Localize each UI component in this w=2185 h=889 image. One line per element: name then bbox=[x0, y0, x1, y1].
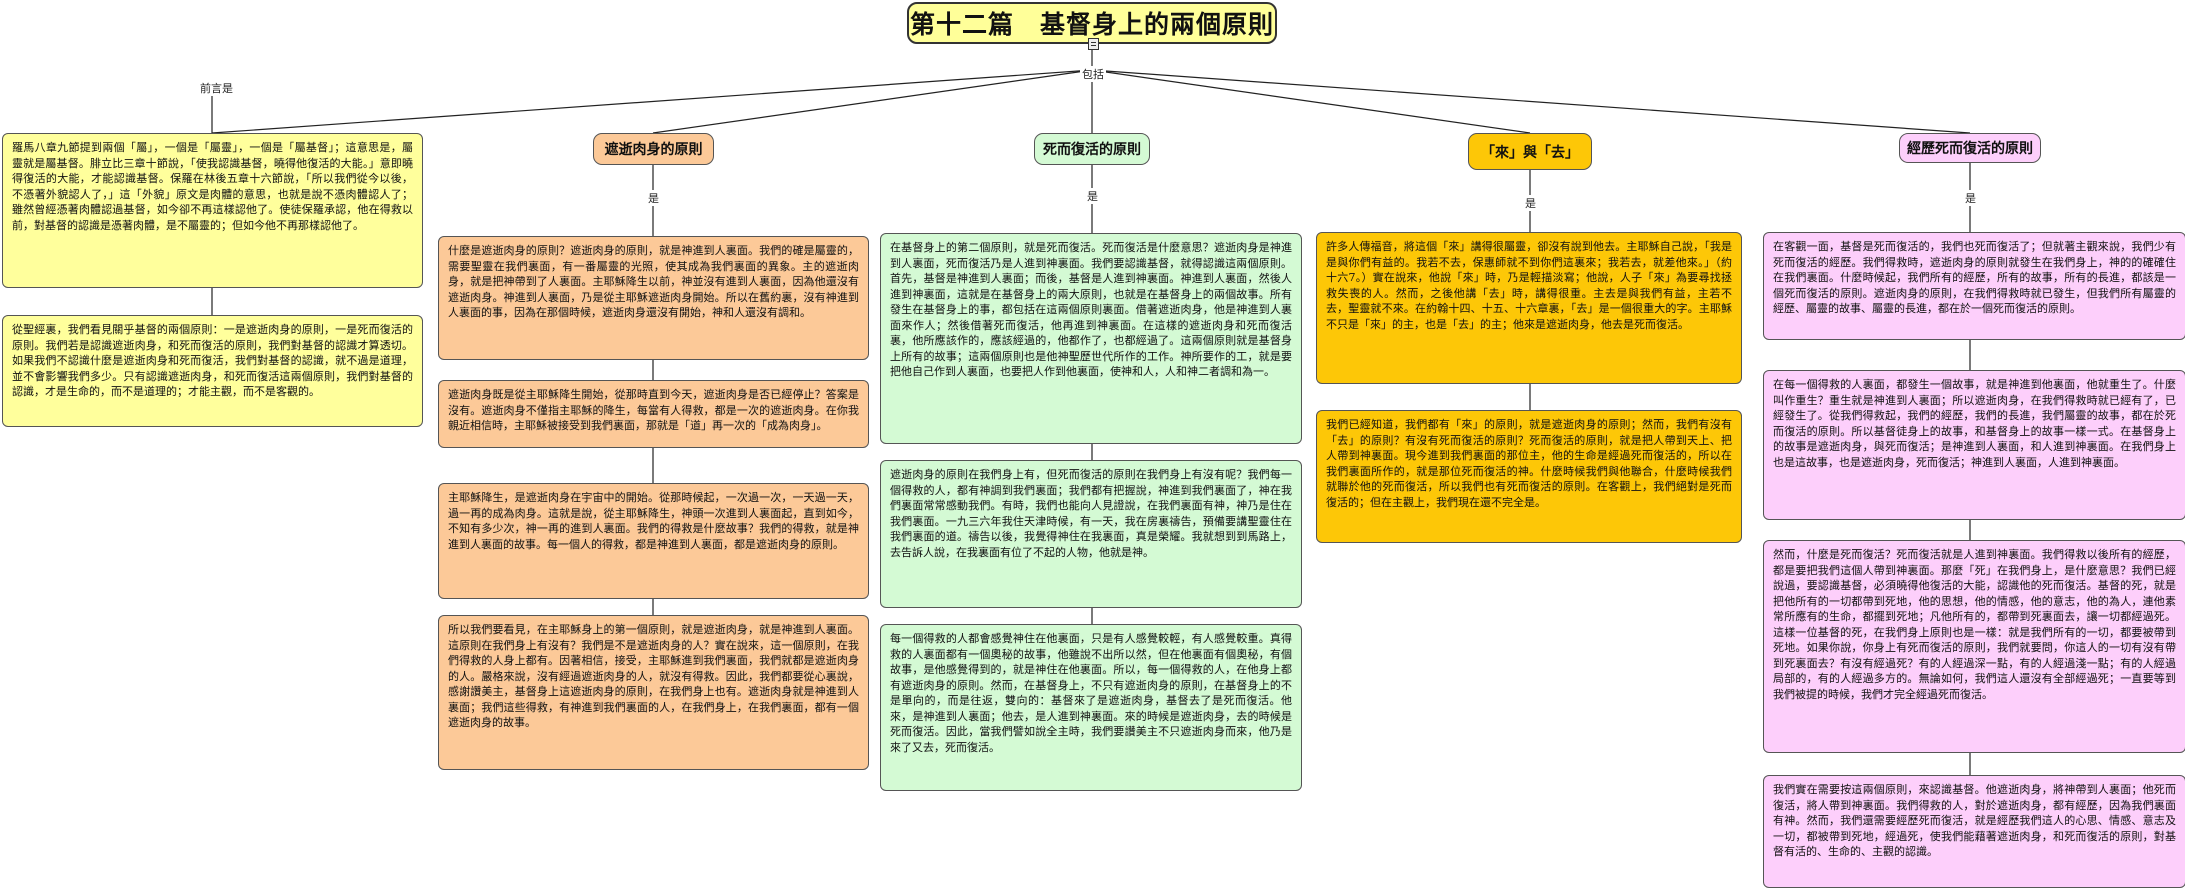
branch-title-come-go[interactable]: 「來」與「去」 bbox=[1468, 133, 1592, 170]
node-text: 羅馬八章九節提到兩個「屬」，一個是「屬靈」，一個是「屬基督」；這意思是，屬靈就是… bbox=[12, 141, 413, 232]
edge-label-preface: 前言是 bbox=[198, 80, 235, 96]
node-text: 每一個得救的人都會感覺神住在他裏面，只是有人感覺較輕，有人感覺較重。真得救的人裏… bbox=[890, 632, 1292, 754]
node-text: 什麼是遮逝肉身的原則？遮逝肉身的原則，就是神進到人裏面。我們的確是屬靈的，需要聖… bbox=[448, 244, 859, 319]
node-text: 然而，什麼是死而復活？死而復活就是人進到神裏面。我們得救以後所有的經歷，都是要把… bbox=[1773, 548, 2176, 701]
branch-title-incarnation[interactable]: 遮逝肉身的原則 bbox=[593, 133, 714, 165]
node-text: 許多人傳福音，將這個「來」講得很屬靈，卻沒有說到他去。主耶穌自己說，「我是是與你… bbox=[1326, 240, 1732, 331]
node-text: 我們已經知道，我們都有「來」的原則，就是遮逝肉身的原則；然而，我們有沒有「去」的… bbox=[1326, 418, 1732, 509]
branch-title-resurrection[interactable]: 死而復活的原則 bbox=[1034, 133, 1150, 165]
node-text: 所以我們要看見，在主耶穌身上的第一個原則，就是遮逝肉身，就是神進到人裏面。這原則… bbox=[448, 623, 859, 729]
node-text: 在客觀一面，基督是死而復活的，我們也死而復活了；但就著主觀來說，我們少有死而復活… bbox=[1773, 240, 2176, 315]
resurrection-node-1[interactable]: 在基督身上的第二個原則，就是死而復活。死而復活是什麼意思？遮逝肉身是神進到人裏面… bbox=[880, 233, 1302, 444]
incarnation-node-4[interactable]: 所以我們要看見，在主耶穌身上的第一個原則，就是遮逝肉身，就是神進到人裏面。這原則… bbox=[438, 615, 869, 770]
incarnation-node-3[interactable]: 主耶穌降生，是遮逝肉身在宇宙中的開始。從那時候起，一次過一次，一天過一天，過一再… bbox=[438, 483, 869, 599]
edge-label-is: 是 bbox=[1523, 195, 1538, 211]
resurrection-node-2[interactable]: 遮逝肉身的原則在我們身上有，但死而復活的原則在我們身上有沒有呢？我們每一個得救的… bbox=[880, 460, 1302, 608]
branch-title-experience[interactable]: 經歷死而復活的原則 bbox=[1899, 133, 2041, 163]
come-go-node-2[interactable]: 我們已經知道，我們都有「來」的原則，就是遮逝肉身的原則；然而，我們有沒有「去」的… bbox=[1316, 410, 1742, 543]
node-text: 從聖經裏，我們看見關乎基督的兩個原則：一是遮逝肉身的原則，一是死而復活的原則。我… bbox=[12, 323, 413, 398]
experience-node-4[interactable]: 我們實在需要按這兩個原則，來認識基督。他遮逝肉身，將神帶到人裏面；他死而復活，將… bbox=[1763, 775, 2185, 888]
resurrection-node-3[interactable]: 每一個得救的人都會感覺神住在他裏面，只是有人感覺較輕，有人感覺較重。真得救的人裏… bbox=[880, 624, 1302, 791]
node-text: 主耶穌降生，是遮逝肉身在宇宙中的開始。從那時候起，一次過一次，一天過一天，過一再… bbox=[448, 491, 859, 551]
preface-node-2[interactable]: 從聖經裏，我們看見關乎基督的兩個原則：一是遮逝肉身的原則，一是死而復活的原則。我… bbox=[2, 315, 423, 427]
node-text: 我們實在需要按這兩個原則，來認識基督。他遮逝肉身，將神帶到人裏面；他死而復活，將… bbox=[1773, 783, 2176, 858]
experience-node-1[interactable]: 在客觀一面，基督是死而復活的，我們也死而復活了；但就著主觀來說，我們少有死而復活… bbox=[1763, 232, 2185, 340]
node-text: 遮逝肉身的原則在我們身上有，但死而復活的原則在我們身上有沒有呢？我們每一個得救的… bbox=[890, 468, 1292, 559]
edge-label-is: 是 bbox=[1085, 188, 1100, 204]
note-icon[interactable] bbox=[1088, 38, 1099, 50]
preface-node-1[interactable]: 羅馬八章九節提到兩個「屬」，一個是「屬靈」，一個是「屬基督」；這意思是，屬靈就是… bbox=[2, 133, 423, 288]
edge-label-is: 是 bbox=[646, 190, 661, 206]
come-go-node-1[interactable]: 許多人傳福音，將這個「來」講得很屬靈，卻沒有說到他去。主耶穌自己說，「我是是與你… bbox=[1316, 232, 1742, 384]
incarnation-node-2[interactable]: 遮逝肉身既是從主耶穌降生開始，從那時直到今天，遮逝肉身是否已經停止？答案是沒有。… bbox=[438, 380, 869, 448]
node-text: 在每一個得救的人裏面，都發生一個故事，就是神進到他裏面，他就重生了。什麼叫作重生… bbox=[1773, 378, 2176, 469]
experience-node-2[interactable]: 在每一個得救的人裏面，都發生一個故事，就是神進到他裏面，他就重生了。什麼叫作重生… bbox=[1763, 370, 2185, 520]
edge-label-includes: 包括 bbox=[1080, 66, 1106, 82]
edge-label-is: 是 bbox=[1963, 190, 1978, 206]
node-text: 在基督身上的第二個原則，就是死而復活。死而復活是什麼意思？遮逝肉身是神進到人裏面… bbox=[890, 241, 1292, 378]
experience-node-3[interactable]: 然而，什麼是死而復活？死而復活就是人進到神裏面。我們得救以後所有的經歷，都是要把… bbox=[1763, 540, 2185, 753]
node-text: 遮逝肉身既是從主耶穌降生開始，從那時直到今天，遮逝肉身是否已經停止？答案是沒有。… bbox=[448, 388, 859, 432]
incarnation-node-1[interactable]: 什麼是遮逝肉身的原則？遮逝肉身的原則，就是神進到人裏面。我們的確是屬靈的，需要聖… bbox=[438, 236, 869, 360]
